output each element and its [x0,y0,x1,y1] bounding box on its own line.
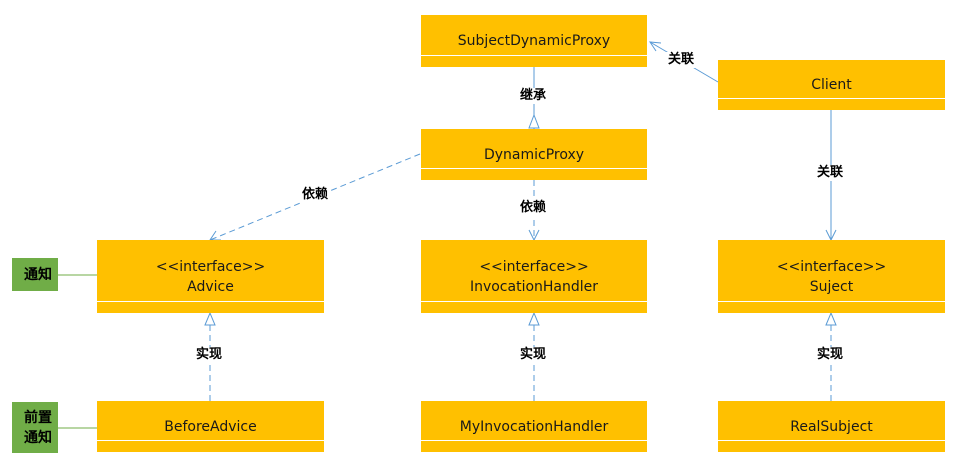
class-subject-dynamic-proxy[interactable]: SubjectDynamicProxy [421,15,647,67]
class-name: Client [811,77,852,93]
label-implement-center: 实现 [518,347,549,363]
note-text: 通知 [24,266,52,283]
note-text-line2: 通知 [24,429,52,446]
note-before-advice[interactable]: 前置 通知 [12,402,58,453]
compartment-divider [718,98,945,99]
class-name: Advice [187,278,234,295]
interface-advice[interactable]: <<interface>> Advice [97,240,324,313]
class-name: MyInvocationHandler [459,418,609,435]
compartment-divider [97,440,324,441]
note-advice[interactable]: 通知 [12,258,58,291]
inherit-arrow [528,113,540,129]
class-name: RealSubject [790,418,873,435]
stereotype: <<interface>> [155,258,266,275]
interface-invocation-handler[interactable]: <<interface>> InvocationHandler [421,240,647,313]
class-before-advice[interactable]: BeforeAdvice [97,401,324,452]
compartment-divider [421,301,647,302]
implement-advice-arrow [204,311,216,326]
interface-suject[interactable]: <<interface>> Suject [718,240,945,313]
compartment-divider [97,301,324,302]
label-inherit: 继承 [518,88,549,104]
label-depend-center: 依赖 [518,200,549,216]
label-associate-top: 关联 [666,52,697,68]
class-my-invocation-handler[interactable]: MyInvocationHandler [421,401,647,452]
label-associate-right: 关联 [815,165,846,181]
compartment-divider [421,168,647,169]
class-dynamic-proxy[interactable]: DynamicProxy [421,129,647,180]
label-implement-right: 实现 [815,347,846,363]
class-name: DynamicProxy [483,146,585,163]
class-name: InvocationHandler [469,278,599,295]
depend-advice-arrow [209,230,221,241]
stereotype: <<interface>> [479,258,589,275]
associate-client-proxy-arrow [649,41,662,52]
label-implement-left: 实现 [194,347,225,363]
compartment-divider [718,440,945,441]
label-depend-left: 依赖 [300,187,331,203]
class-name: BeforeAdvice [164,418,257,435]
implement-suject-arrow [825,311,837,326]
compartment-divider [421,440,647,441]
class-client[interactable]: Client [718,60,945,110]
implement-handler-arrow [528,311,540,326]
stereotype: <<interface>> [776,258,887,275]
class-name: SubjectDynamicProxy [457,33,611,49]
class-name: Suject [809,278,854,295]
compartment-divider [718,301,945,302]
compartment-divider [421,55,647,56]
note-text-line1: 前置 [24,409,52,426]
class-real-subject[interactable]: RealSubject [718,401,945,452]
